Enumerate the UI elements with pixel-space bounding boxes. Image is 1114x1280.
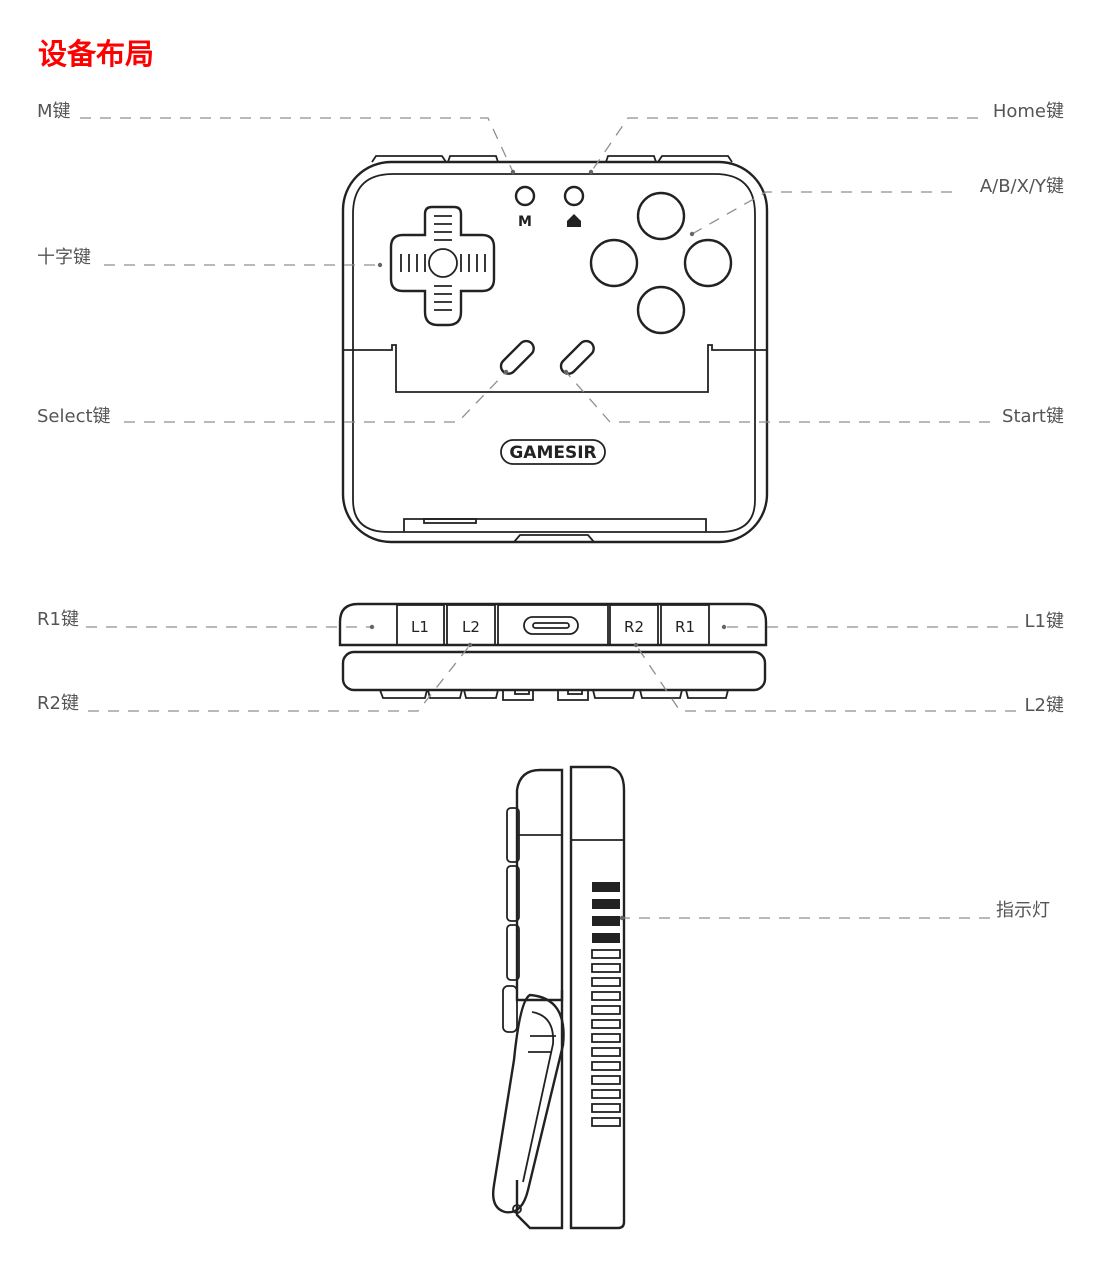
vent-slots	[591, 949, 621, 1127]
callout-labels: M键 Home键 A/B/X/Y键 十字键 Select键 Start键 R1键…	[37, 101, 1064, 921]
usb-c-inner	[532, 622, 570, 629]
l1-cap-label: L1	[411, 618, 429, 636]
label-l1-key: L1键	[1025, 611, 1064, 632]
stand-slot	[403, 518, 707, 532]
shoulder-upper-body	[338, 602, 768, 647]
leader-home	[590, 117, 978, 173]
side-bump-2	[506, 865, 520, 922]
side-bump-3	[506, 924, 520, 981]
side-front-lower	[515, 990, 564, 1230]
usb-port-section	[497, 604, 609, 646]
label-r2-key: R2键	[37, 693, 79, 714]
dpad-center	[428, 248, 458, 278]
dpad[interactable]	[389, 205, 496, 327]
r2-cap-label: R2	[624, 618, 644, 636]
side-hinge-block	[502, 985, 518, 1033]
leader-start	[565, 371, 990, 423]
face-button-right[interactable]	[683, 238, 733, 288]
m-mark: M	[518, 214, 532, 230]
select-button[interactable]	[498, 338, 537, 377]
home-button[interactable]	[563, 185, 585, 207]
front-view: M GAMESIR	[341, 155, 769, 544]
label-select-key: Select键	[37, 406, 111, 427]
face-button-bottom[interactable]	[636, 285, 686, 335]
kickstand	[491, 993, 565, 1214]
leader-l2	[635, 644, 1016, 712]
leader-select	[124, 371, 507, 423]
leader-lines	[80, 117, 1018, 921]
label-abxy-key: A/B/X/Y键	[980, 176, 1064, 197]
kickstand-pivot	[512, 1204, 522, 1214]
side-front-upper	[515, 768, 564, 1002]
label-indicator: 指示灯	[996, 900, 1050, 921]
lower-bezel	[352, 350, 756, 533]
usb-c-port	[523, 616, 579, 635]
hinge-line	[343, 344, 767, 393]
kickstand-inner	[522, 1011, 555, 1183]
brand-logo: GAMESIR	[509, 443, 596, 463]
top-tab-right-outer	[657, 155, 733, 163]
m-button[interactable]	[514, 185, 536, 207]
label-dpad-key: 十字键	[37, 247, 91, 268]
dpad-cross[interactable]	[389, 205, 496, 327]
indicator-light-bars	[592, 882, 620, 943]
side-rear-shell	[569, 765, 626, 1230]
face-button-left[interactable]	[589, 238, 639, 288]
label-home-key: Home键	[993, 101, 1064, 122]
label-r1-key: R1键	[37, 609, 79, 630]
side-view	[491, 765, 626, 1230]
top-tab-left-outer	[371, 155, 447, 163]
face-button-top[interactable]	[636, 191, 686, 241]
label-m-key: M键	[37, 101, 71, 122]
bottom-nubs	[379, 689, 729, 701]
label-start-key: Start键	[1002, 406, 1064, 427]
top-tab-right-inner	[605, 155, 657, 163]
l2-cap-label: L2	[462, 618, 480, 636]
l1-cap[interactable]	[396, 604, 445, 646]
side-bump-1	[506, 807, 520, 863]
r1-cap[interactable]	[660, 604, 710, 646]
stand-notch	[423, 518, 477, 524]
leader-m	[80, 117, 514, 173]
front-bezel	[352, 173, 756, 350]
start-button[interactable]	[558, 338, 597, 377]
top-tab-left-inner	[447, 155, 499, 163]
r1-cap-label: R1	[675, 618, 695, 636]
label-l2-key: L2键	[1025, 695, 1064, 716]
page-title: 设备布局	[38, 37, 155, 71]
leader-r2	[88, 644, 471, 712]
leader-abxy	[691, 191, 952, 235]
bottom-port	[513, 534, 595, 543]
top-view: L1 L2 R2 R1	[338, 602, 768, 701]
device-body	[341, 160, 769, 544]
shoulder-lower-body	[341, 650, 767, 692]
home-icon	[567, 214, 581, 227]
dpad-grip-lines	[400, 215, 486, 311]
brand-logo-frame	[500, 439, 606, 465]
